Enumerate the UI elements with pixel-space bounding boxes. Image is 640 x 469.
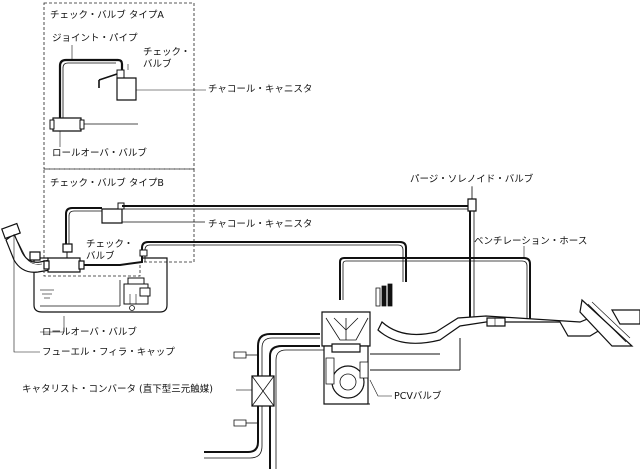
fuel-filler-neck xyxy=(2,224,50,273)
fuel-tank xyxy=(34,258,167,312)
check-valve-a xyxy=(117,70,124,78)
label-check-valve-type-b: チェック・バルブ タイプB xyxy=(50,178,164,189)
label-ventilation-hose: ベンチレーション・ホース xyxy=(474,236,588,247)
label-charcoal-canister-a: チャコール・キャニスタ xyxy=(208,84,313,95)
check-valve-b xyxy=(63,244,72,252)
type-b-inset xyxy=(66,203,470,244)
throttle-body xyxy=(487,318,505,326)
fuel-injectors xyxy=(376,284,392,306)
charcoal-canister-b xyxy=(102,209,122,223)
label-check-valve-a-line2: バルブ xyxy=(143,59,172,70)
charcoal-canister-a xyxy=(117,78,136,100)
label-check-valve-a-line1: チェック・ xyxy=(143,47,191,58)
ventilation-hose xyxy=(340,246,530,320)
label-fuel-filler-cap: フューエル・フィラ・キャップ xyxy=(42,347,175,358)
purge-solenoid-valve xyxy=(468,187,476,320)
type-a-inset xyxy=(50,45,206,147)
intake-duct xyxy=(378,300,640,346)
rollover-valve-b xyxy=(44,244,84,272)
label-check-valve-b-line2: バルブ xyxy=(86,251,115,262)
label-pcv-valve: PCVバルブ xyxy=(394,391,442,402)
fuel-filler-cap xyxy=(2,224,20,239)
engine xyxy=(322,312,370,404)
label-check-valve-type-a: チェック・バルブ タイプA xyxy=(50,10,164,21)
o2-sensors xyxy=(234,352,258,426)
vapor-lines xyxy=(84,242,406,282)
label-charcoal-canister-b: チャコール・キャニスタ xyxy=(208,219,313,230)
catalytic-converter xyxy=(252,376,274,406)
label-rollover-valve-b: ロールオーバ・バルブ xyxy=(42,327,137,338)
label-check-valve-b-line1: チェック・ xyxy=(86,239,134,250)
label-catalytic-converter: キャタリスト・コンバータ (直下型三元触媒) xyxy=(22,384,213,395)
label-rollover-valve-a: ロールオーバ・バルブ xyxy=(52,148,147,159)
rollover-valve-a xyxy=(53,118,81,131)
label-joint-pipe: ジョイント・パイプ xyxy=(52,33,138,44)
label-purge-solenoid-valve: パージ・ソレノイド・バルブ xyxy=(410,174,534,185)
leader-lines xyxy=(14,90,472,396)
